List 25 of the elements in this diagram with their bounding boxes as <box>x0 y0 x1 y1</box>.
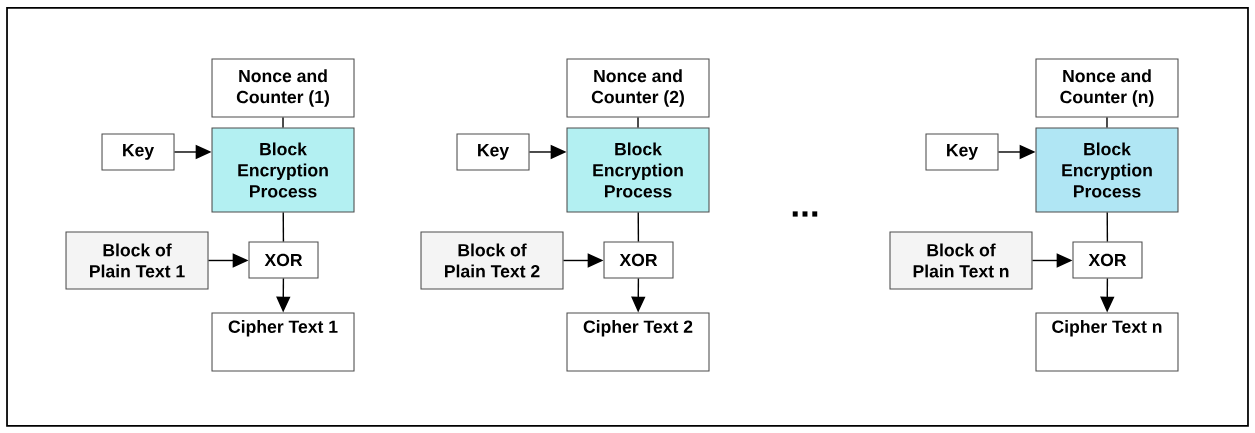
connector-line <box>637 116 639 129</box>
plaintext-box: Block of Plain Text 2 <box>420 231 564 290</box>
connector-line <box>282 116 284 129</box>
ellipsis: ... <box>792 211 818 217</box>
key-box: Key <box>456 133 530 171</box>
connector-line <box>1106 116 1108 129</box>
plaintext-box: Block of Plain Text n <box>889 231 1033 290</box>
ciphertext-box: Cipher Text 1 <box>211 312 355 372</box>
ciphertext-box: Cipher Text n <box>1035 312 1179 372</box>
connector-line <box>1106 211 1109 243</box>
xor-box: XOR <box>603 241 674 279</box>
xor-box: XOR <box>1072 241 1143 279</box>
key-box: Key <box>101 133 175 171</box>
plaintext-box: Block of Plain Text 1 <box>65 231 209 290</box>
counter-box: Nonce and Counter (1) <box>211 58 355 118</box>
connector-line <box>282 211 285 243</box>
process-box: Block Encryption Process <box>566 127 710 213</box>
connector-line <box>637 211 640 243</box>
xor-box: XOR <box>248 241 319 279</box>
counter-box: Nonce and Counter (2) <box>566 58 710 118</box>
ciphertext-box: Cipher Text 2 <box>566 312 710 372</box>
key-box: Key <box>925 133 999 171</box>
counter-box: Nonce and Counter (n) <box>1035 58 1179 118</box>
process-box: Block Encryption Process <box>1035 127 1179 213</box>
process-box: Block Encryption Process <box>211 127 355 213</box>
